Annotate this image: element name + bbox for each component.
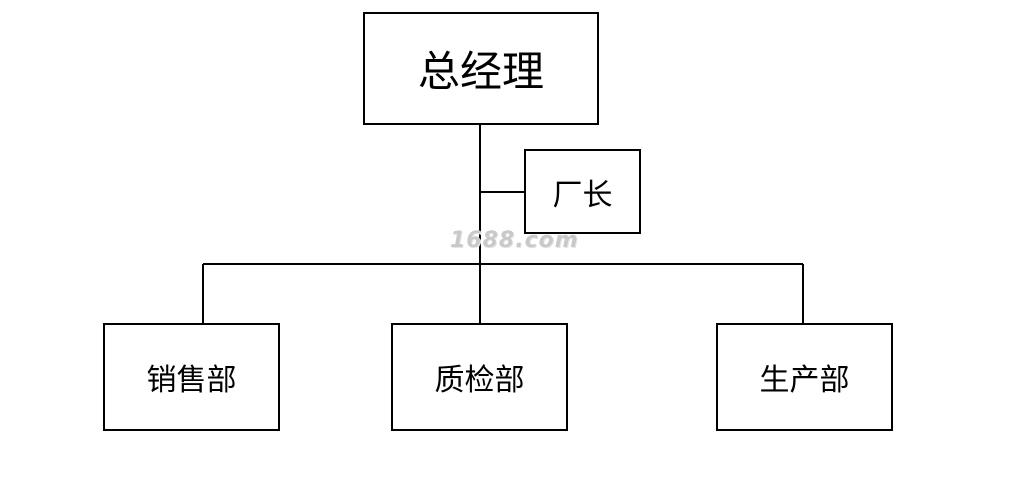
factory-manager-label: 厂长 (552, 177, 613, 213)
quality-inspection-department-label: 质检部 (434, 363, 525, 398)
general-manager-box: 总经理 (363, 12, 599, 125)
factory-manager-box: 厂长 (524, 149, 641, 234)
sales-department-box: 销售部 (103, 323, 280, 431)
quality-inspection-department-box: 质检部 (391, 323, 568, 431)
sales-department-label: 销售部 (146, 363, 237, 398)
production-department-box: 生产部 (716, 323, 893, 431)
general-manager-label: 总经理 (417, 47, 544, 96)
production-department-label: 生产部 (759, 363, 850, 398)
